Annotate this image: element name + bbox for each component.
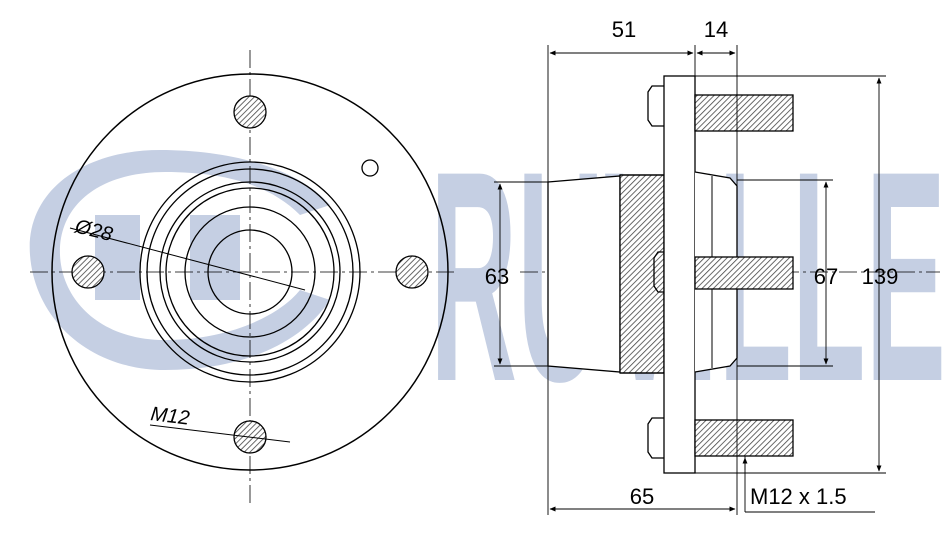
dim-label-51: 51 <box>612 17 636 42</box>
bearing-ring-2 <box>146 168 354 376</box>
side-view <box>520 75 940 474</box>
bearing-ring-4 <box>165 187 335 357</box>
flange-outer-circle <box>51 73 449 471</box>
bearing-ring-5 <box>184 206 316 338</box>
dim-label-63: 63 <box>485 264 509 289</box>
dimension-lines <box>494 45 886 515</box>
stud-thread-bottom <box>694 419 794 457</box>
ruville-logo-emblem <box>29 150 331 370</box>
stud-head-middle <box>653 251 664 293</box>
bore-circle <box>207 229 293 315</box>
bearing-ring-3 <box>159 181 341 363</box>
bearing-ring-1 <box>139 161 361 383</box>
bore-diameter-leader <box>69 227 306 291</box>
stud-hole-top <box>233 95 267 129</box>
stud-head-bottom <box>647 417 664 459</box>
stud-hole-left <box>71 255 105 289</box>
dim-label-139: 139 <box>862 264 899 289</box>
stud-hole-right <box>395 255 429 289</box>
stud-thread-middle <box>694 256 794 290</box>
stud-thread-label: M12 <box>149 403 190 430</box>
stud-head-top <box>647 85 664 127</box>
thread-spec-label: M12 x 1.5 <box>750 484 847 509</box>
stud-thread-top <box>694 94 794 132</box>
hub-shaft-section <box>547 175 621 373</box>
stud-thread-leader <box>149 424 291 443</box>
hub-hatched-section <box>619 174 665 374</box>
dim-label-65: 65 <box>630 484 654 509</box>
dim-label-67: 67 <box>814 264 838 289</box>
flange-plate <box>663 75 696 474</box>
reference-hole <box>361 159 379 177</box>
dim-label-14: 14 <box>704 17 728 42</box>
front-view <box>30 50 455 505</box>
